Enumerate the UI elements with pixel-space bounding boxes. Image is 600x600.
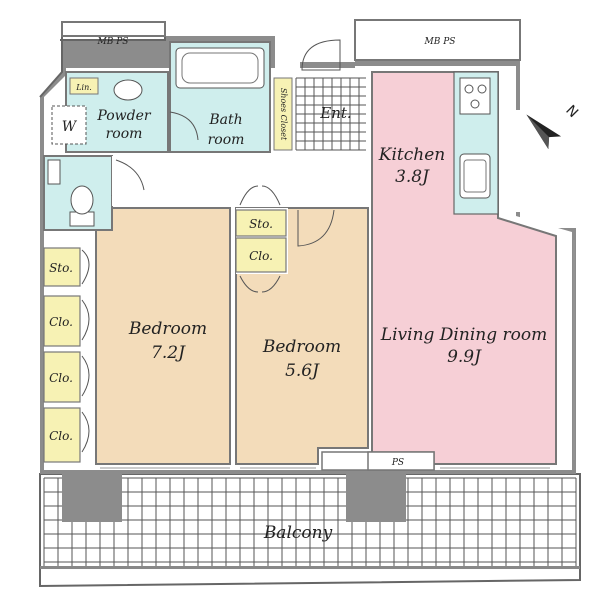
bedroom-door-double-arc bbox=[239, 185, 281, 206]
washer-space bbox=[51, 105, 87, 145]
window-marks bbox=[100, 240, 575, 469]
ps-bottom-shaft: PS bbox=[321, 451, 435, 471]
kitchen-name: Kitchen bbox=[378, 145, 445, 165]
left-clo-label-2: Clo. bbox=[49, 371, 73, 385]
mbps-left-label: MB PS bbox=[97, 37, 129, 47]
north-label: N bbox=[562, 102, 581, 121]
shoes-closet-label: Shoes Closet bbox=[279, 88, 288, 141]
mbps-left-shaft: MB PS bbox=[39, 21, 166, 98]
bedroom-2-door-arc bbox=[297, 209, 335, 247]
basin-icon bbox=[113, 79, 143, 101]
entrance-door-arc bbox=[301, 39, 341, 71]
powder-label-1: Powder bbox=[96, 108, 152, 124]
toilet-door-arc bbox=[115, 159, 145, 191]
linen-label: Lin. bbox=[75, 83, 92, 92]
bedroom-2-clo-label: Clo. bbox=[249, 249, 273, 263]
toilet-room bbox=[43, 155, 121, 231]
bedroom-2-size: 5.6J bbox=[285, 361, 320, 381]
bedroom-1-name: Bedroom bbox=[128, 319, 207, 339]
left-storage-column: Sto. Clo. Clo. Clo. bbox=[43, 247, 90, 463]
ps-label: PS bbox=[391, 458, 404, 468]
hallway bbox=[112, 156, 368, 206]
north-arrow-icon bbox=[522, 110, 562, 150]
powder-door-arc bbox=[169, 111, 199, 141]
kitchen-size: 3.8J bbox=[395, 167, 430, 187]
bedroom-2-name: Bedroom bbox=[262, 337, 341, 357]
left-clo-label-1: Clo. bbox=[49, 315, 73, 329]
powder-room: Lin. W Powder room bbox=[51, 71, 169, 153]
bath-room: Bath room bbox=[169, 41, 271, 153]
bedroom-2-sto-label: Sto. bbox=[249, 217, 273, 231]
bedroom-1: Bedroom 7.2J bbox=[95, 207, 231, 465]
entrance-label: Ent. bbox=[319, 104, 351, 122]
bedroom-2-storage: Sto. Clo. bbox=[235, 209, 287, 273]
balcony-pillar-left bbox=[62, 472, 122, 522]
bath-label-2: room bbox=[208, 132, 245, 148]
living-size: 9.9J bbox=[447, 347, 482, 367]
bathtub-icon bbox=[175, 47, 265, 89]
living-dining-room: Kitchen 3.8J Living Dining room 9.9J bbox=[371, 71, 557, 465]
toilet-icon bbox=[69, 185, 95, 227]
closet-door-double-arc bbox=[239, 275, 281, 293]
powder-label-2: room bbox=[106, 126, 143, 142]
bath-label-1: Bath bbox=[208, 112, 242, 128]
bedroom-1-size: 7.2J bbox=[151, 343, 186, 363]
sink-icon bbox=[459, 153, 491, 199]
washer-label: W bbox=[62, 119, 78, 135]
balcony-label: Balcony bbox=[263, 523, 333, 543]
balcony-area: Balcony bbox=[39, 472, 581, 588]
entrance-area: Shoes Closet Ent. bbox=[273, 39, 366, 151]
mbps-right-label: MB PS bbox=[424, 37, 456, 47]
stove-icon bbox=[459, 77, 491, 115]
left-sto-label: Sto. bbox=[49, 261, 73, 275]
left-clo-label-3: Clo. bbox=[49, 429, 73, 443]
living-name: Living Dining room bbox=[380, 325, 547, 345]
balcony-pillar-right bbox=[346, 472, 406, 522]
entrance-tile-grid bbox=[295, 77, 366, 151]
mbps-right-shaft: MB PS bbox=[354, 19, 521, 61]
